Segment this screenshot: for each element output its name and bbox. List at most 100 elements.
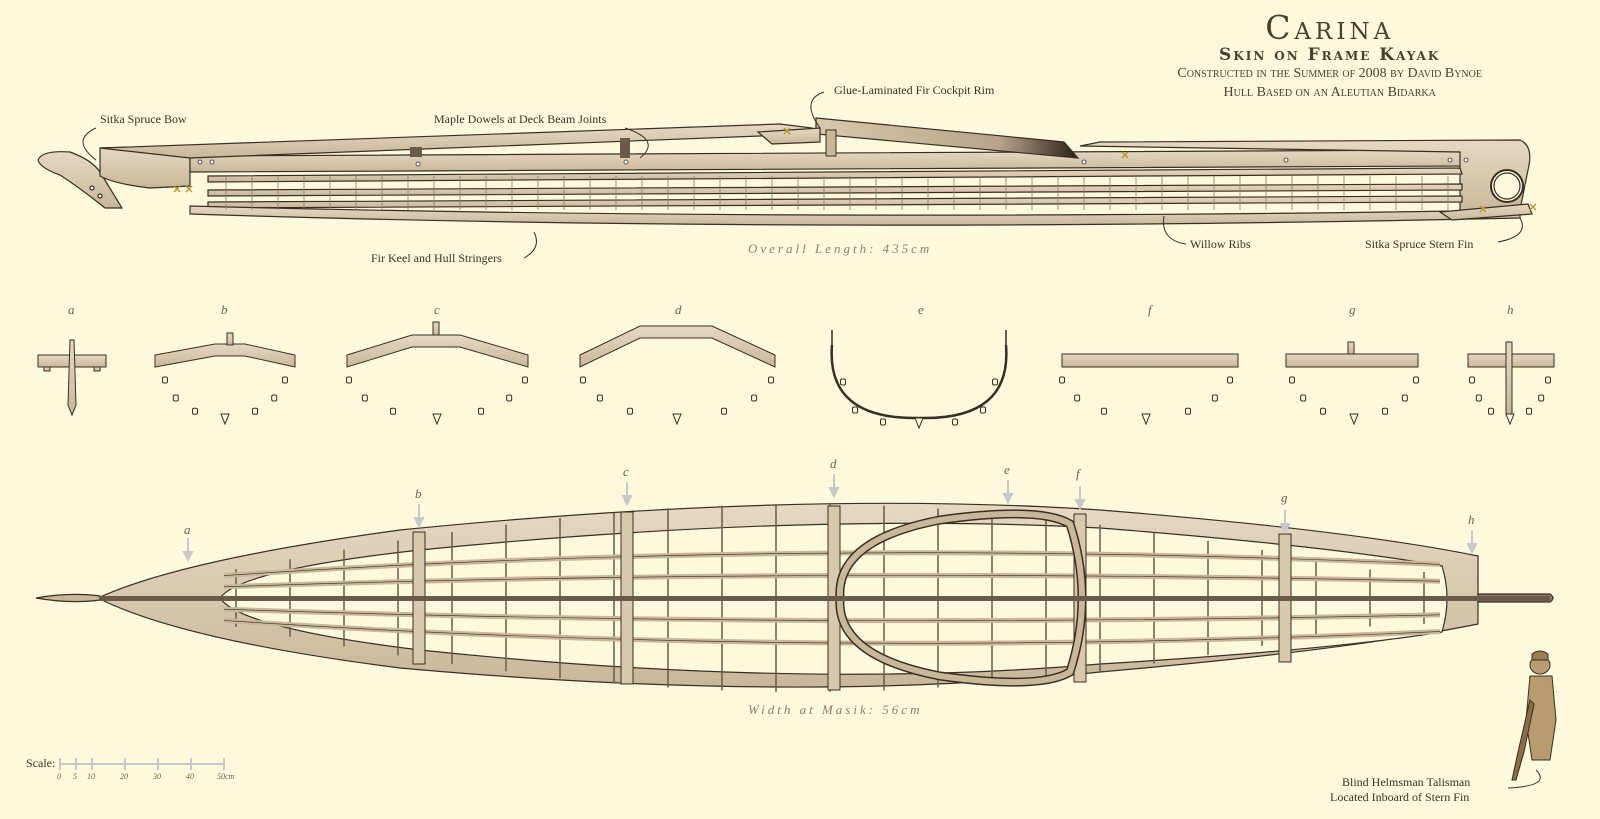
stringer-dot (852, 406, 858, 414)
plan-keel (100, 596, 1550, 601)
stringer-dot (1488, 407, 1494, 415)
plan-stringer-edge (223, 552, 1441, 576)
title-line-1: Constructed in the Summer of 2008 by Dav… (1177, 66, 1482, 81)
label-width: Width at Masik: 56cm (748, 702, 923, 717)
stringer-dot (1413, 376, 1419, 384)
stringer-dot (1074, 394, 1081, 402)
title-line-2: Hull Based on an Aleutian Bidarka (1223, 85, 1436, 100)
stringer-dot (952, 418, 958, 426)
stringer-dot (271, 394, 278, 402)
stringer-dot (346, 376, 352, 384)
plan-stringer-edge (223, 608, 1441, 621)
scale-tick-50: 50cm (217, 772, 235, 781)
leader-arrows (82, 91, 1541, 789)
talisman-figure (1511, 650, 1557, 781)
section-stringer-dots (162, 376, 1551, 430)
stringer-dot (721, 407, 727, 415)
stringer-dot (478, 407, 484, 415)
hull-stringer-3 (207, 195, 1463, 209)
section-label-a: a (68, 302, 75, 317)
stringer-dot (1320, 407, 1326, 415)
label-stern-fin: Sitka Spruce Stern Fin (1365, 237, 1474, 251)
scale-tick-5: 5 (73, 772, 77, 781)
section-label-g: g (1349, 302, 1356, 317)
stringer-dot (580, 376, 586, 384)
stringer-dot (1211, 394, 1218, 402)
scale-tick-20: 20 (120, 772, 128, 781)
section-d (579, 325, 776, 368)
cross-sections (37, 321, 1555, 420)
plan-label-a: a (184, 522, 191, 537)
stringer-dot (1185, 407, 1191, 415)
section-label-d: d (675, 302, 682, 317)
plan-stringer-edge (223, 575, 1441, 588)
plan-view (35, 502, 1554, 688)
section-label-f: f (1148, 302, 1152, 317)
stringer-dot (1382, 407, 1388, 415)
section-h (1467, 341, 1555, 416)
stringer-dot (768, 376, 774, 384)
stringer-dot (1401, 394, 1408, 402)
section-f (1061, 353, 1239, 368)
keel-dot (1141, 413, 1151, 426)
hull-stringer-2 (207, 183, 1463, 197)
stringer-dot (192, 407, 198, 415)
plan-label-c: c (623, 464, 629, 479)
plan-label-b: b (415, 486, 422, 501)
keel-dot (672, 413, 682, 426)
keel-dot (1349, 413, 1359, 426)
title-block: Carina Skin on Frame Kayak Constructed i… (1177, 10, 1482, 102)
section-label-e: e (918, 302, 924, 317)
label-bow: Sitka Spruce Bow (100, 112, 187, 126)
keel-dot (220, 413, 230, 426)
title-main: Carina (1265, 8, 1395, 47)
dowel-markers (173, 127, 1537, 213)
stringer-dot (252, 407, 258, 415)
section-b (154, 332, 296, 368)
plan-section-arrows (182, 474, 1478, 563)
label-cockpit-rim: Glue-Laminated Fir Cockpit Rim (834, 83, 995, 97)
section-label-c: c (434, 302, 440, 317)
plan-stringer-edge (223, 620, 1441, 644)
stringer-dot (1538, 394, 1545, 402)
scale-tick-40: 40 (186, 772, 194, 781)
stringer-dot (1289, 376, 1295, 384)
plan-label-f: f (1076, 466, 1080, 481)
stringer-dot (1526, 407, 1532, 415)
stringer-dot (390, 407, 396, 415)
stringer-dot (840, 378, 846, 386)
keel (189, 205, 1521, 226)
stringer-dot (172, 394, 179, 402)
stringer-dot (506, 394, 513, 402)
plan-label-d: d (830, 456, 837, 471)
scale-tick-30: 30 (153, 772, 161, 781)
stringer-dot (596, 394, 603, 402)
section-g (1285, 341, 1419, 368)
stringer-dot (1300, 394, 1307, 402)
section-label-h: h (1507, 302, 1514, 317)
section-label-b: b (221, 302, 228, 317)
scale-bar (59, 758, 225, 770)
stringer-dot (627, 407, 633, 415)
willow-ribs-side (225, 176, 1449, 210)
section-e (830, 330, 1008, 420)
stringer-dot (522, 376, 528, 384)
scale-tick-0: 0 (57, 772, 61, 781)
stringer-dot (1059, 376, 1065, 384)
keel-dot (1505, 413, 1515, 426)
section-a (37, 339, 107, 417)
label-keel: Fir Keel and Hull Stringers (371, 251, 502, 265)
stringer-dot (162, 376, 168, 384)
stringer-dot (751, 394, 758, 402)
label-dowels: Maple Dowels at Deck Beam Joints (434, 112, 607, 126)
title-sub: Skin on Frame Kayak (1219, 45, 1441, 65)
plan-label-e: e (1004, 462, 1010, 477)
keel-dot (914, 417, 924, 430)
hull-stringer-1 (207, 167, 1463, 183)
label-ribs: Willow Ribs (1190, 237, 1251, 251)
stringer-dot (1469, 376, 1475, 384)
label-talisman-2: Located Inboard of Stern Fin (1330, 790, 1470, 804)
stringer-dot (1227, 376, 1233, 384)
section-c (346, 321, 529, 368)
